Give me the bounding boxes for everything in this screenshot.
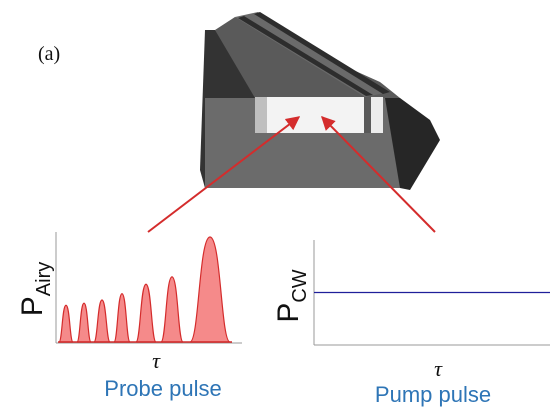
probe-y-label-main: P (16, 296, 49, 316)
panel-label: (a) (38, 43, 60, 65)
waveguide-ridge-side-left (255, 97, 267, 133)
probe-pulse-peak (58, 304, 74, 343)
pump-plot: PCW τ Pump pulse (272, 240, 550, 407)
pump-y-label-sub: CW (289, 269, 311, 302)
probe-caption: Probe pulse (104, 376, 221, 401)
probe-pulse-peak (93, 299, 111, 343)
waveguide-ridge-side-right (364, 97, 371, 133)
probe-pulse-peak (113, 293, 131, 343)
pump-x-label: τ (434, 356, 443, 381)
pump-caption: Pump pulse (375, 382, 491, 407)
probe-y-label-sub: Airy (33, 262, 55, 296)
pump-y-label: PCW (272, 269, 311, 322)
probe-pulse-peak (189, 236, 231, 343)
pump-y-label-main: P (272, 303, 305, 323)
probe-plot: PAiry τ Probe pulse (16, 232, 242, 401)
waveguide-stripe-left (238, 16, 373, 96)
probe-y-label: PAiry (16, 262, 55, 316)
probe-pulse-peak (160, 276, 184, 343)
probe-arrow (147, 116, 301, 233)
waveguide-illustration (200, 12, 440, 190)
pump-arrow (321, 116, 436, 233)
probe-x-label: τ (152, 348, 161, 373)
probe-pulse-peak (135, 283, 157, 343)
probe-peaks (58, 236, 232, 343)
waveguide-right-face (385, 98, 440, 190)
waveguide-ridge-edge-right (371, 97, 383, 133)
probe-pulse-peak (76, 302, 92, 343)
waveguide-core-front (266, 97, 364, 133)
waveguide-ridge-top (235, 12, 390, 97)
waveguide-stripe-right (254, 12, 390, 94)
